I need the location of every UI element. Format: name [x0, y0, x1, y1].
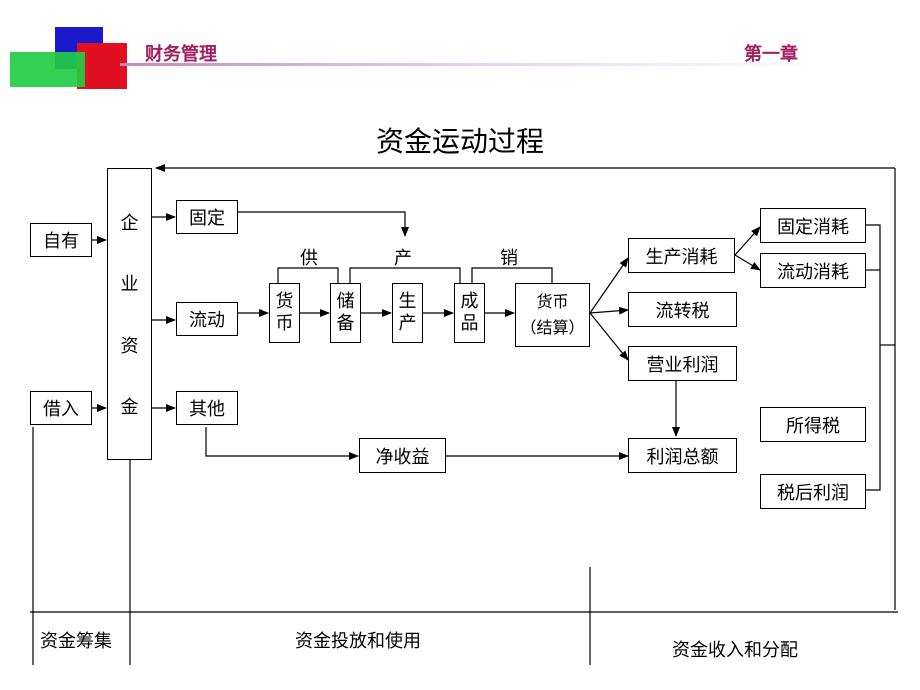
footer-income-distribution: 资金收入和分配: [672, 640, 798, 661]
alloc-turnover-tax-box: 流转税: [628, 292, 737, 327]
alloc-prod-cost-box: 生产消耗: [628, 238, 735, 273]
alloc-net-income-box: 净收益: [359, 438, 446, 473]
cycle-goods-char: 成: [460, 291, 479, 313]
label-supply: 供: [300, 248, 318, 269]
label-sell: 销: [500, 248, 518, 269]
alloc-after-tax-profit-box: 税后利润: [760, 474, 866, 509]
cycle-money-char: 币: [275, 313, 294, 334]
alloc-current-cost-box: 流动消耗: [760, 253, 866, 288]
enterprise-funds-box: 企 业 资 金: [107, 168, 152, 460]
settlement-line1: 货币: [536, 292, 569, 312]
source-borrow-box: 借入: [30, 391, 92, 425]
enterprise-char: 资: [120, 335, 139, 357]
enterprise-char: 企: [120, 212, 139, 234]
use-other-box: 其他: [176, 391, 238, 425]
cycle-production-char: 生: [398, 291, 417, 313]
cycle-money-box: 货 币: [269, 283, 300, 343]
use-current-box: 流动: [176, 302, 238, 336]
alloc-fixed-cost-box: 固定消耗: [760, 208, 866, 243]
header-deco-green: [10, 52, 85, 87]
settlement-line2: （结算）: [520, 318, 585, 337]
alloc-total-profit-box: 利润总额: [628, 438, 737, 473]
cycle-goods-char: 品: [460, 313, 479, 334]
header-deco-red: [77, 43, 127, 89]
cycle-reserve-char: 储: [336, 291, 355, 313]
cycle-reserve-box: 储 备: [330, 283, 361, 343]
use-fixed-box: 固定: [176, 200, 238, 234]
cycle-production-char: 产: [398, 313, 417, 334]
label-produce: 产: [394, 248, 412, 269]
diagram-title: 资金运动过程: [375, 125, 544, 158]
header-chapter: 第一章: [744, 44, 798, 65]
cycle-money-char: 货: [275, 291, 294, 313]
cycle-reserve-char: 备: [336, 313, 355, 334]
enterprise-char: 业: [120, 274, 139, 296]
header-divider: [120, 63, 830, 66]
source-self-box: 自有: [30, 223, 92, 257]
alloc-income-tax-box: 所得税: [760, 407, 866, 442]
enterprise-char: 金: [120, 397, 139, 419]
alloc-op-profit-box: 营业利润: [628, 346, 737, 381]
header-course: 财务管理: [145, 44, 217, 65]
footer-raise: 资金筹集: [40, 631, 112, 652]
cycle-goods-box: 成 品: [454, 283, 485, 343]
cycle-production-box: 生 产: [392, 283, 423, 343]
footer-invest-use: 资金投放和使用: [295, 631, 421, 652]
cycle-settlement-box: 货币 （结算）: [515, 283, 590, 347]
